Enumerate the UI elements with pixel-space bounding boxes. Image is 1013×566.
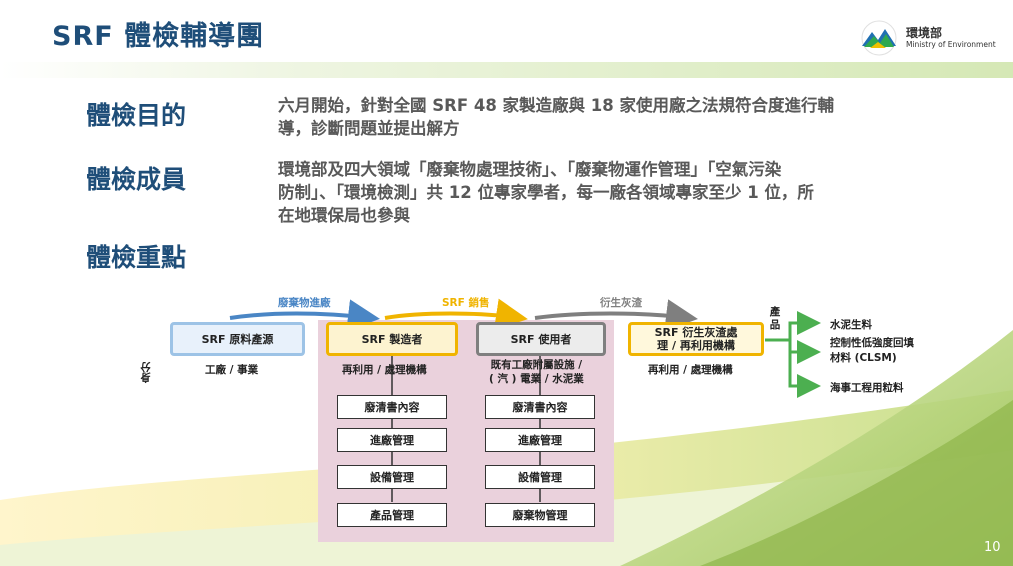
mfr-item-product: 產品管理 xyxy=(337,503,447,527)
logo-name-zh: 環境部 xyxy=(906,26,943,40)
mfr-item-intake: 進廠管理 xyxy=(337,428,447,452)
ministry-logo: 環境部 Ministry of Environment xyxy=(858,20,998,60)
user-item-equipment: 設備管理 xyxy=(485,465,595,489)
role-ash-reuse-org: 再利用 / 處理機構 xyxy=(648,364,733,376)
role-user: 既有工廠附屬設施 / ( 汽 ) 電業 / 水泥業 xyxy=(489,358,584,386)
box-srf-user: SRF 使用者 xyxy=(476,322,606,356)
role-reuse-org: 再利用 / 處理機構 xyxy=(342,364,427,376)
header-band xyxy=(0,62,1013,78)
label-derived-ash: 衍生灰渣 xyxy=(600,297,642,309)
page-number: 10 xyxy=(984,540,1001,555)
body-line: 在地環保局也參與 xyxy=(278,206,410,225)
section-head-purpose: 體檢目的 xyxy=(86,101,187,130)
box-srf-manufacturer: SRF 製造者 xyxy=(326,322,458,356)
role-line: 既有工廠附屬設施 / xyxy=(490,359,583,371)
mountain-logo-icon xyxy=(861,20,897,56)
user-item-intake: 進廠管理 xyxy=(485,428,595,452)
page-title: SRF 體檢輔導團 xyxy=(52,21,265,52)
user-item-permit: 廢清書內容 xyxy=(485,395,595,419)
logo-name-en: Ministry of Environment xyxy=(906,40,996,49)
box-line: SRF 衍生灰渣處 xyxy=(654,326,738,339)
role-factory: 工廠 / 事業 xyxy=(205,364,259,376)
section-body-members: 環境部及四大領域「廢棄物處理技術」、「廢棄物運作管理」「空氣污染 防制」、「環境… xyxy=(278,158,978,227)
product-line: 材料 (CLSM) xyxy=(830,352,897,364)
body-line: 環境部及四大領域「廢棄物處理技術」、「廢棄物運作管理」「空氣污染 xyxy=(278,160,782,179)
product-line: 控制性低強度回填 xyxy=(830,337,914,349)
body-line: 六月開始，針對全國 SRF 48 家製造廠與 18 家使用廠之法規符合度進行輔 xyxy=(278,96,835,115)
label-srf-sales: SRF 銷售 xyxy=(442,297,490,309)
box-srf-raw-source: SRF 原料產源 xyxy=(170,322,305,356)
role-line: ( 汽 ) 電業 / 水泥業 xyxy=(489,373,584,385)
label-waste-intake: 廢棄物進廠 xyxy=(278,297,331,309)
mfr-item-equipment: 設備管理 xyxy=(337,465,447,489)
mfr-item-permit: 廢清書內容 xyxy=(337,395,447,419)
box-line: 理 / 再利用機構 xyxy=(657,339,735,352)
section-head-focus: 體檢重點 xyxy=(86,243,187,272)
box-srf-ash-handler: SRF 衍生灰渣處 理 / 再利用機構 xyxy=(628,322,764,356)
user-item-waste: 廢棄物管理 xyxy=(485,503,595,527)
section-body-purpose: 六月開始，針對全國 SRF 48 家製造廠與 18 家使用廠之法規符合度進行輔 … xyxy=(278,94,978,140)
label-identity: 身分 xyxy=(140,362,152,383)
product-clsm: 控制性低強度回填 材料 (CLSM) xyxy=(830,336,914,366)
body-line: 導，診斷問題並提出解方 xyxy=(278,119,460,138)
product-cement-raw: 水泥生料 xyxy=(830,319,872,331)
product-marine-aggregate: 海事工程用粒料 xyxy=(830,382,904,394)
section-head-members: 體檢成員 xyxy=(86,165,187,194)
label-product: 產品 xyxy=(769,306,781,331)
body-line: 防制」、「環境檢測」共 12 位專家學者，每一廠各領域專家至少 1 位，所 xyxy=(278,183,814,202)
